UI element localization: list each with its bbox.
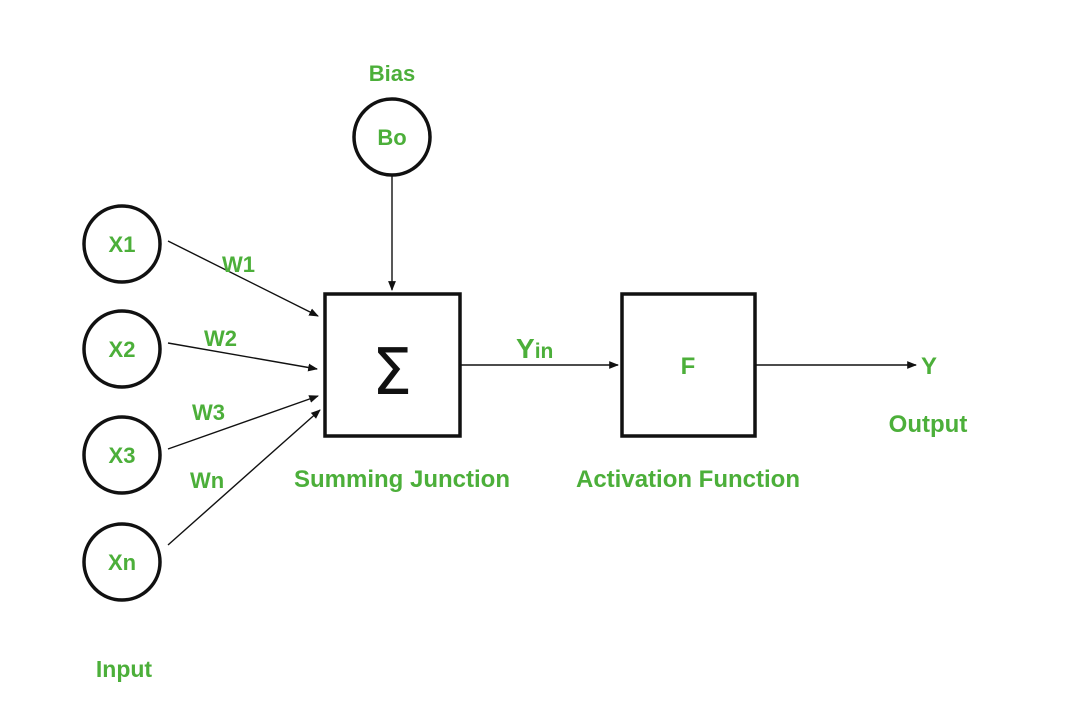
input-node-x1 [82, 204, 162, 284]
output-label: Output [889, 411, 968, 438]
yin-label: Yin [516, 333, 553, 364]
input-node-x3-label: X3 [109, 443, 136, 468]
weight-arrow-wn [167, 409, 321, 546]
weight-label-w2: W2 [204, 326, 237, 351]
input-node-x2 [82, 309, 162, 389]
sigma-symbol: Σ [372, 336, 412, 410]
bias-node [352, 97, 432, 177]
weight-label-w3: W3 [192, 400, 225, 425]
activation-function-box [620, 292, 757, 438]
yin-subscript: in [535, 340, 554, 363]
input-node-x3 [82, 415, 162, 495]
input-node-x1-label: X1 [109, 232, 136, 257]
yin-main: Y [516, 333, 535, 364]
activation-function-label: Activation Function [576, 466, 800, 493]
weight-label-w1: W1 [222, 252, 255, 277]
weight-arrow-w2 [167, 342, 318, 372]
bias-node-label: Bo [377, 125, 406, 150]
input-node-xn-label: Xn [108, 550, 136, 575]
output-symbol: Y [921, 353, 937, 380]
input-node-x2-label: X2 [109, 337, 136, 362]
activation-symbol: F [681, 353, 696, 380]
summing-junction-label: Summing Junction [294, 466, 510, 493]
bias-label: Bias [369, 61, 415, 86]
input-label: Input [96, 656, 153, 682]
weight-label-wn: Wn [190, 468, 224, 493]
weight-arrow-w3 [167, 395, 319, 450]
weight-arrow-w1 [167, 240, 319, 317]
input-node-xn [82, 522, 162, 602]
